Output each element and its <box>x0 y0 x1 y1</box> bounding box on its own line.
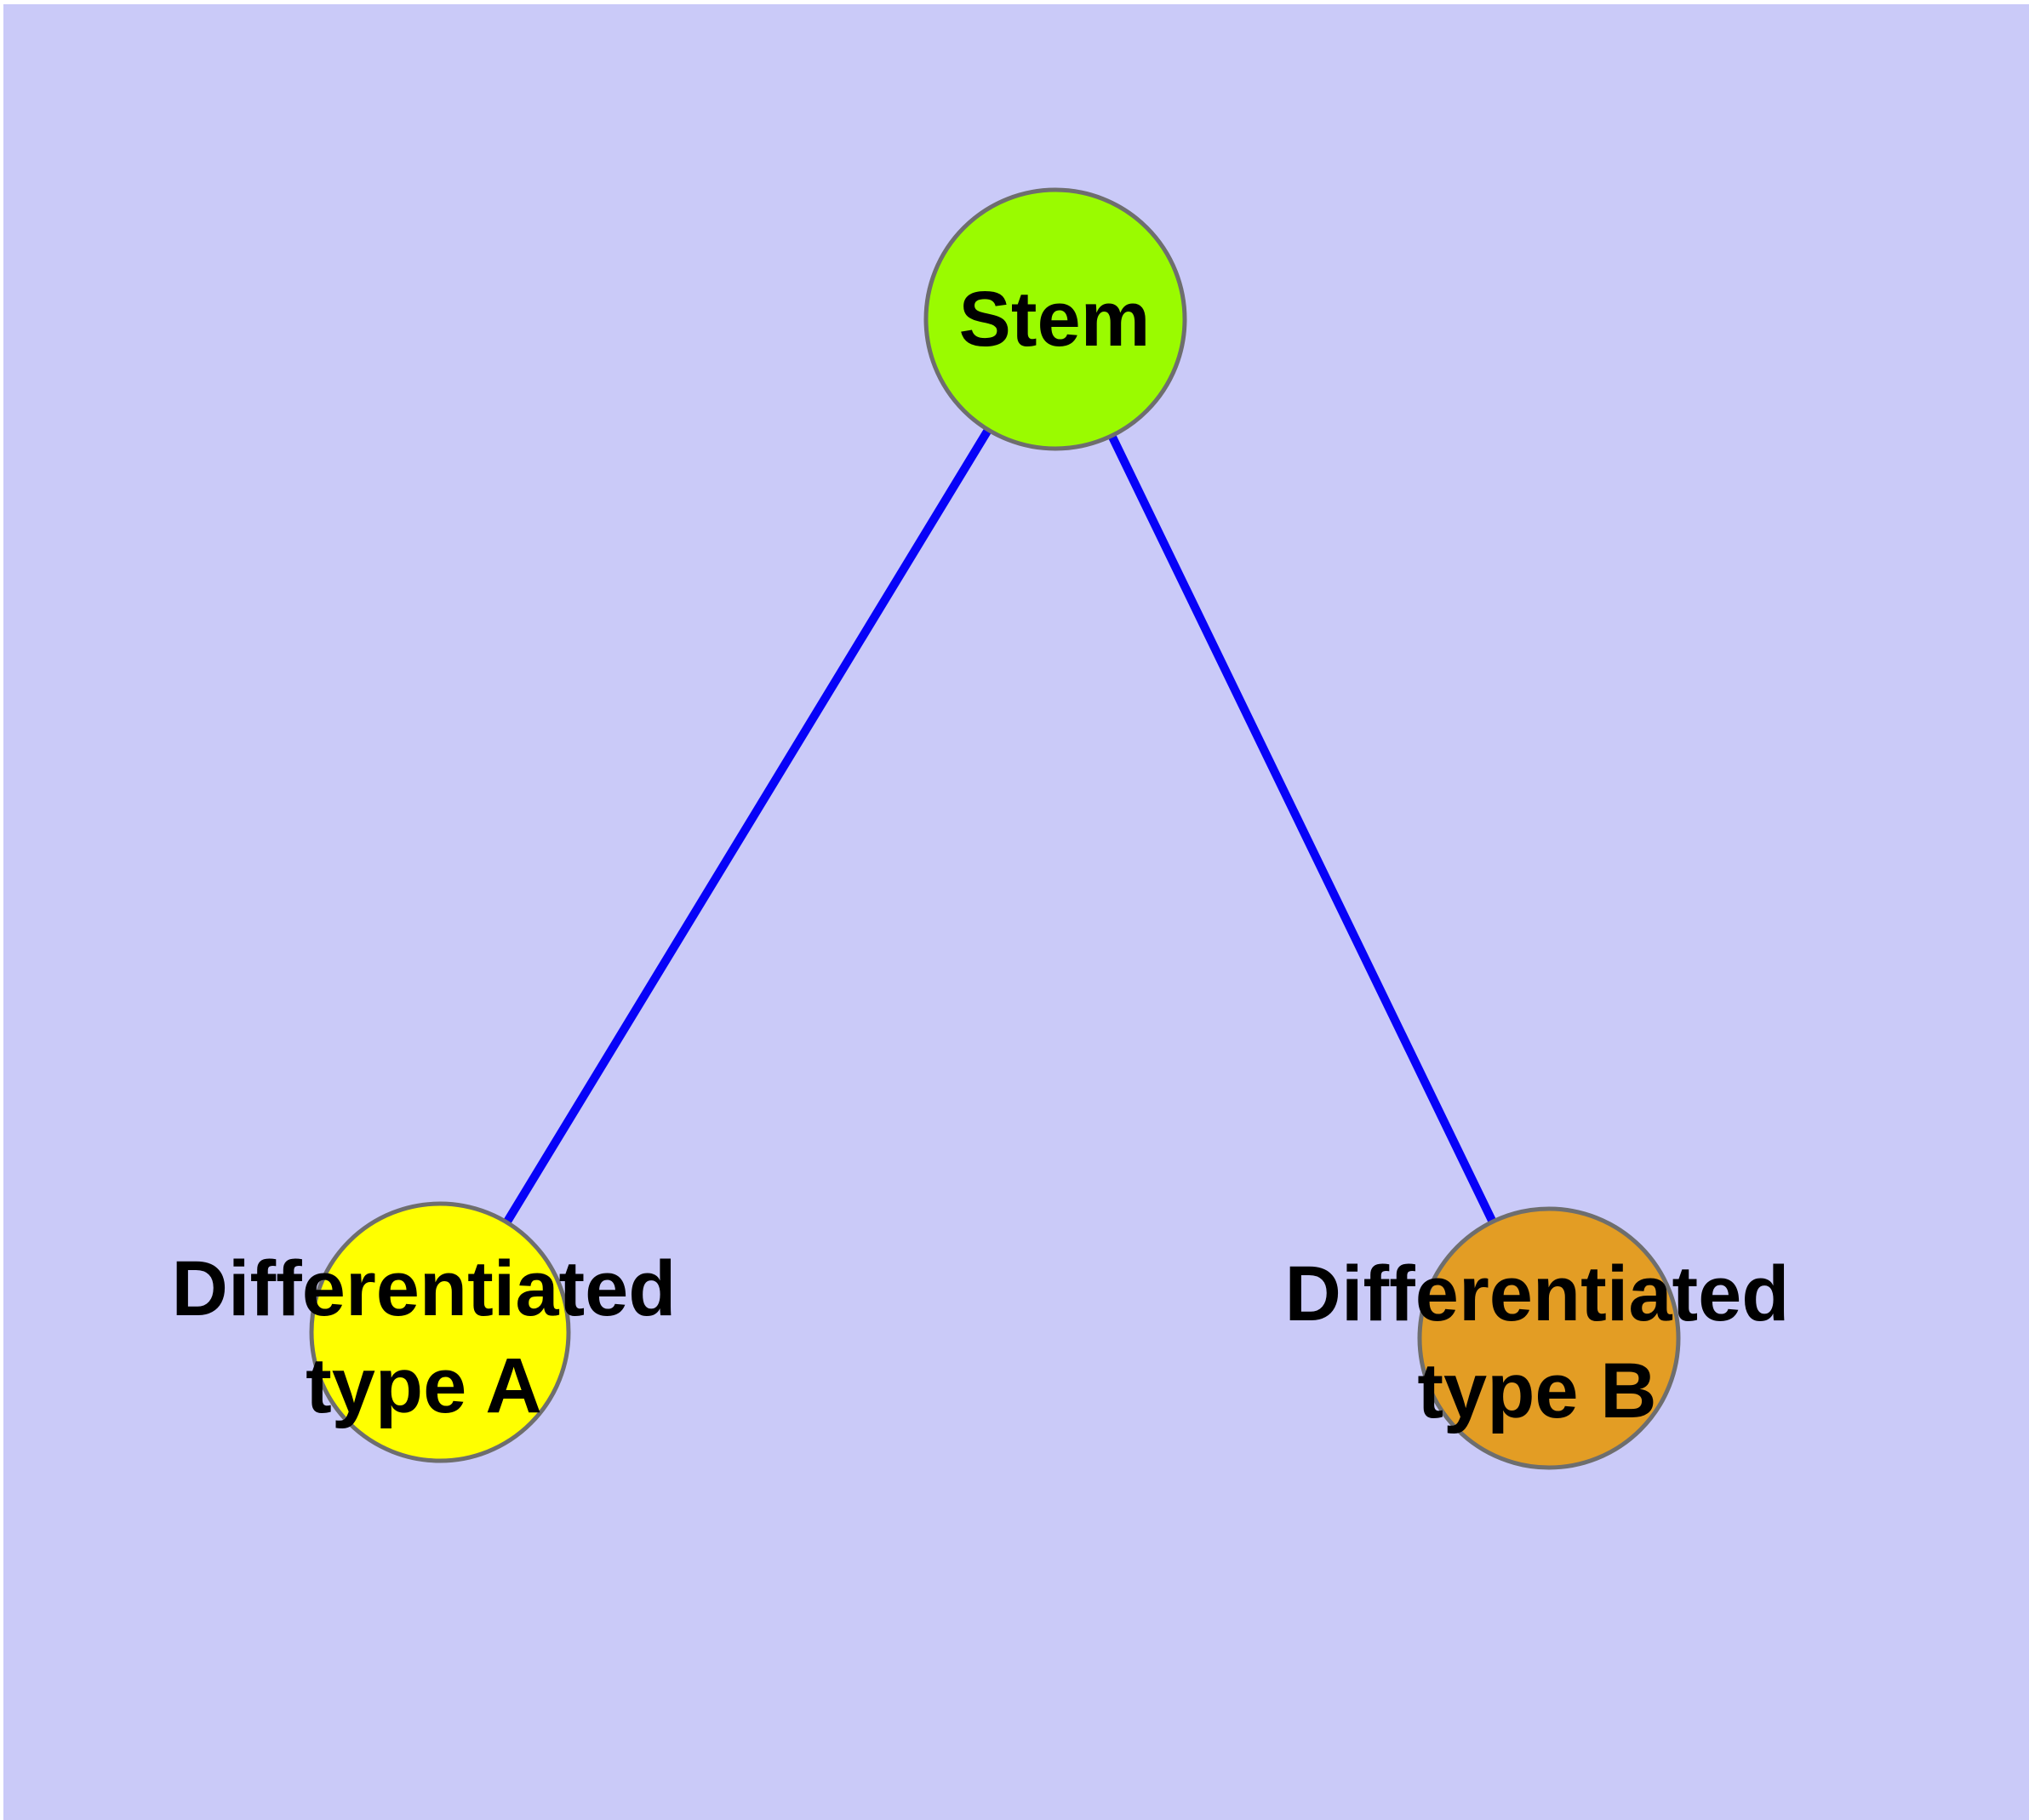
differentiated-type-a-label-line1: Differentiated <box>172 1245 677 1332</box>
edge-stem-to-type-a[interactable] <box>436 315 1060 1336</box>
differentiated-type-b-node-circle[interactable] <box>1417 1206 1681 1470</box>
differentiated-type-a-label-line2: type A <box>306 1342 542 1429</box>
node-differentiated-type-a: Differentiated type A <box>172 1201 677 1463</box>
edge-stem-to-type-b[interactable] <box>1051 315 1553 1342</box>
edge-group <box>436 315 1553 1342</box>
node-stem: Stem <box>923 187 1187 451</box>
stem-node-circle[interactable] <box>923 187 1187 451</box>
differentiated-type-b-label-line1: Differentiated <box>1285 1251 1790 1337</box>
stem-node-label: Stem <box>959 276 1151 363</box>
differentiated-type-a-node-circle[interactable] <box>309 1201 571 1463</box>
node-differentiated-type-b: Differentiated type B <box>1285 1206 1790 1470</box>
differentiated-type-b-label-line2: type B <box>1417 1348 1656 1434</box>
